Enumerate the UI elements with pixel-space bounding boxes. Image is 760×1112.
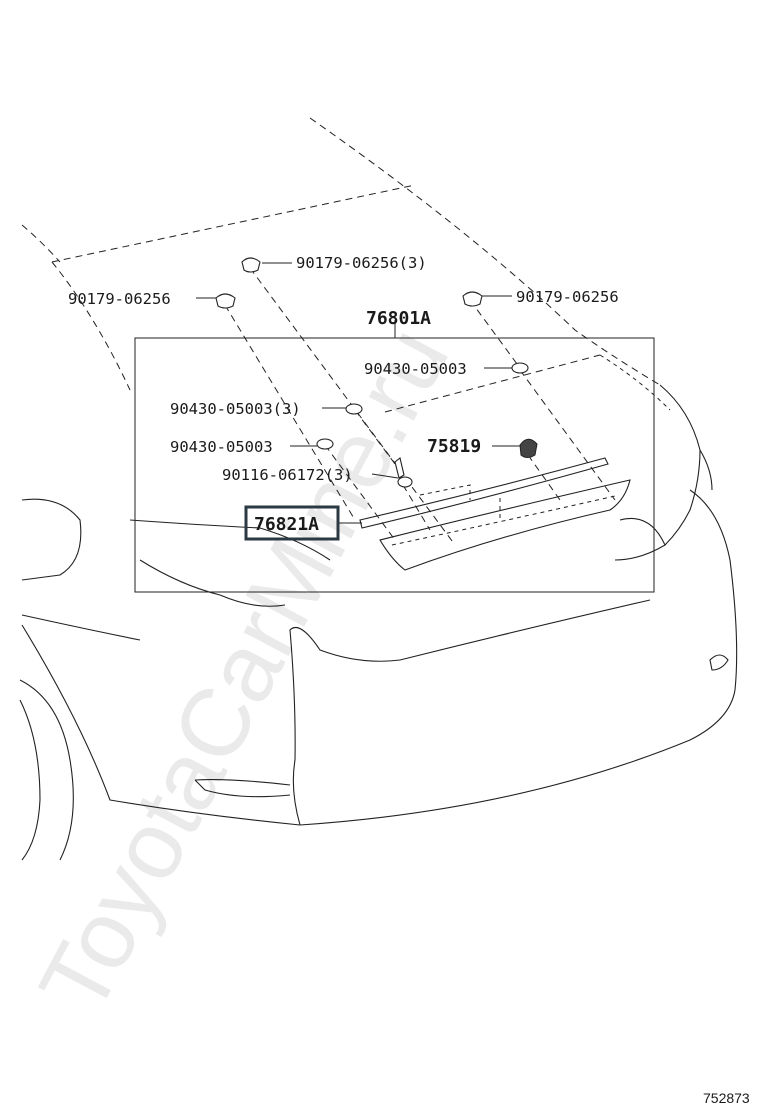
clip-left-part (215, 293, 236, 309)
nut-left-a-part (345, 403, 363, 415)
label-clip-left: 90179-06256 (68, 290, 171, 308)
screw-part (394, 457, 413, 488)
label-clip-right: 90179-06256 (516, 288, 619, 306)
label-assembly: 76801A (366, 308, 431, 329)
figure-number: 752873 (703, 1090, 750, 1106)
label-screw: 90116-06172(3) (222, 466, 353, 484)
label-nut-right: 90430-05003 (364, 360, 467, 378)
label-nut-left-b: 90430-05003 (170, 438, 273, 456)
nut-right-part (511, 362, 529, 374)
clip-right-part (462, 291, 483, 307)
clip-top-part (241, 257, 261, 273)
garnish-strip (359, 457, 631, 571)
label-emblem: 75819 (427, 436, 481, 457)
leader-lines (196, 262, 520, 524)
nut-left-b-part (316, 438, 334, 450)
label-garnish: 76821A (254, 514, 319, 535)
car-body-outline (19, 117, 738, 861)
highlight-box (244, 505, 340, 541)
watermark-text: ToyotaCarMine.ru (19, 311, 469, 1030)
label-nut-left-a: 90430-05003(3) (170, 400, 301, 418)
emblem-part (519, 438, 538, 458)
label-clip-top: 90179-06256(3) (296, 254, 427, 272)
